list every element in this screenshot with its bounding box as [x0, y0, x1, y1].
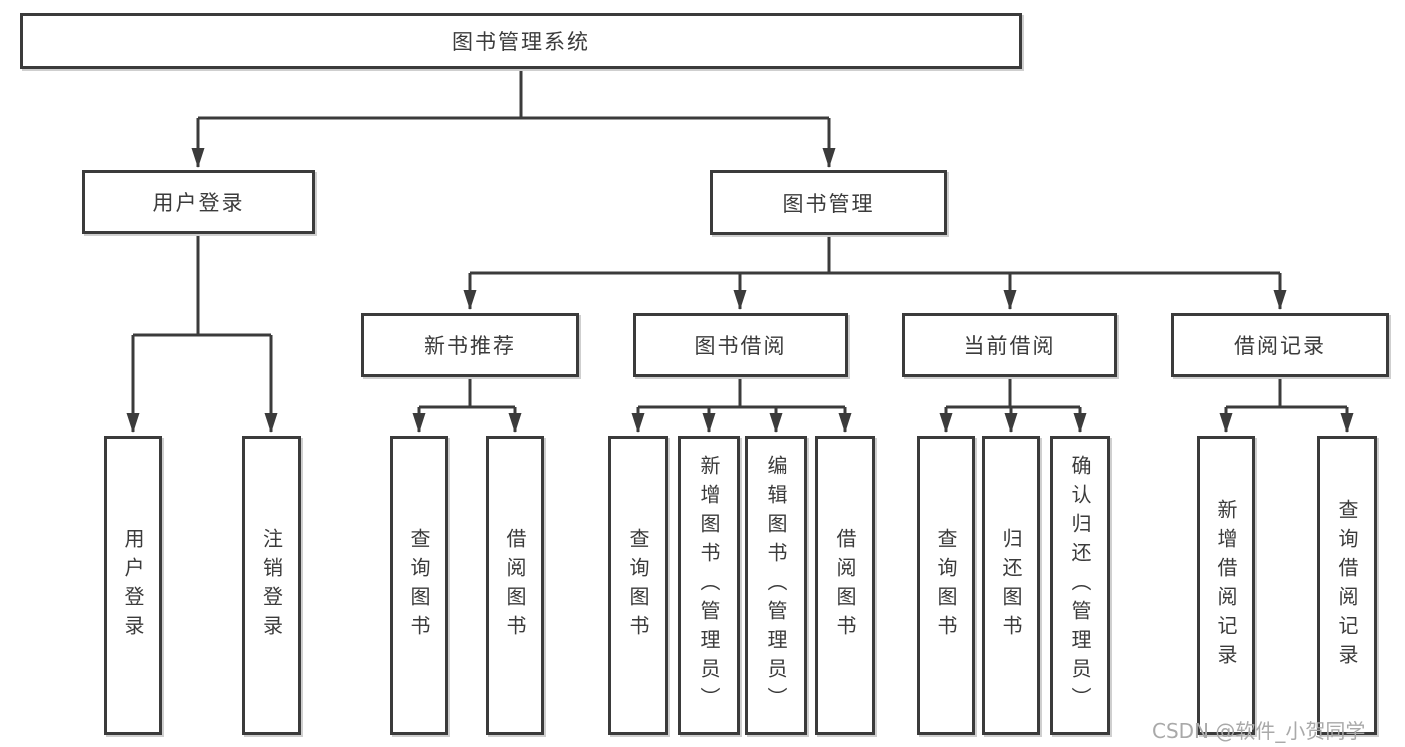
node-add-borrow-record: 新增借阅记录: [1197, 436, 1255, 735]
csdn-watermark: CSDN @软件_小贺同学: [1152, 719, 1366, 743]
node-query-book-3-label: 查询图书: [934, 527, 958, 644]
node-borrow-book-2: 借阅图书: [815, 436, 875, 735]
node-add-book-admin-label: 新增图书（管理员）: [697, 455, 721, 716]
node-logout: 注销登录: [242, 436, 301, 735]
connector-book-management: [463, 235, 1287, 310]
node-borrow-record-label: 借阅记录: [1234, 334, 1326, 358]
node-query-borrow-record: 查询借阅记录: [1317, 436, 1377, 735]
node-book-management: 图书管理: [710, 170, 947, 235]
node-add-borrow-record-label: 新增借阅记录: [1214, 498, 1238, 673]
node-current-borrow: 当前借阅: [902, 313, 1117, 377]
node-book-management-label: 图书管理: [782, 191, 875, 216]
node-borrow-book-2-label: 借阅图书: [833, 527, 857, 644]
connector-book-borrow: [631, 377, 852, 433]
node-borrow-record: 借阅记录: [1171, 313, 1389, 377]
node-borrow-book-1: 借阅图书: [486, 436, 544, 735]
node-library-system: 图书管理系统: [20, 13, 1022, 69]
node-user-login-label: 用户登录: [152, 191, 245, 215]
node-return-book-label: 归还图书: [999, 527, 1023, 644]
node-query-book-1-label: 查询图书: [407, 527, 431, 644]
node-query-book-1: 查询图书: [390, 436, 448, 735]
node-user-login: 用户登录: [82, 170, 315, 234]
node-borrow-book-1-label: 借阅图书: [503, 527, 527, 644]
connector-current-borrow: [939, 377, 1087, 433]
connector-borrow-record: [1219, 377, 1354, 433]
node-edit-book-admin-label: 编辑图书（管理员）: [764, 455, 788, 716]
node-query-borrow-record-label: 查询借阅记录: [1335, 498, 1359, 673]
node-new-book-recommend: 新书推荐: [361, 313, 579, 377]
node-current-borrow-label: 当前借阅: [963, 334, 1056, 358]
node-confirm-return-admin: 确认归还（管理员）: [1050, 436, 1110, 735]
node-new-book-recommend-label: 新书推荐: [424, 334, 516, 358]
node-confirm-return-admin-label: 确认归还（管理员）: [1068, 455, 1092, 716]
node-book-borrow-label: 图书借阅: [694, 334, 787, 358]
node-user-login-action: 用户登录: [104, 436, 162, 735]
node-library-system-label: 图书管理系统: [452, 30, 590, 54]
node-edit-book-admin: 编辑图书（管理员）: [745, 436, 807, 735]
node-query-book-3: 查询图书: [917, 436, 975, 735]
node-book-borrow: 图书借阅: [633, 313, 848, 377]
connector-user-login: [126, 234, 278, 433]
node-return-book: 归还图书: [982, 436, 1040, 735]
node-query-book-2-label: 查询图书: [626, 527, 650, 644]
node-add-book-admin: 新增图书（管理员）: [678, 436, 740, 735]
connector-new-book: [412, 377, 522, 433]
node-user-login-action-label: 用户登录: [121, 527, 145, 644]
node-query-book-2: 查询图书: [608, 436, 668, 735]
node-logout-label: 注销登录: [259, 527, 284, 644]
connector-root: [191, 68, 836, 168]
